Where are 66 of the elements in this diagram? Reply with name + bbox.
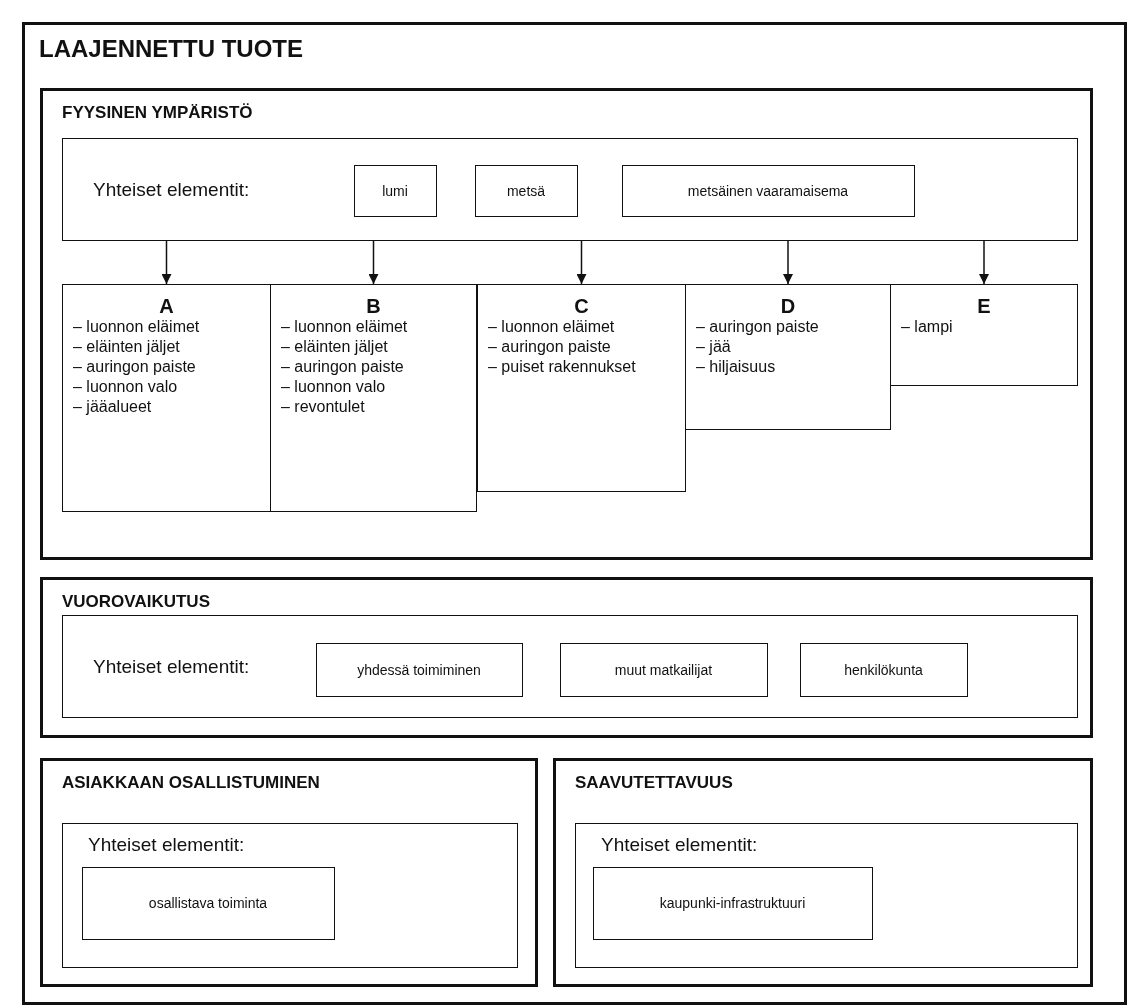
arrow	[979, 240, 989, 285]
outer-frame	[22, 22, 1127, 1005]
element-box	[315, 642, 523, 697]
element-text: metsäinen vaaramaisema	[687, 182, 849, 199]
list-item: – jää	[696, 337, 731, 357]
list-item: – revontulet	[281, 397, 365, 417]
element-text: muut matkailijat	[614, 661, 713, 678]
element-row-box	[62, 823, 518, 968]
element-box	[474, 164, 578, 217]
element-row-box	[62, 138, 1078, 241]
row-label: Yhteiset elementit:	[88, 834, 245, 856]
column-heading: C	[573, 295, 590, 317]
list-item: – eläinten jäljet	[281, 337, 388, 357]
column-box	[62, 284, 271, 512]
column-heading: D	[779, 295, 797, 317]
element-box	[621, 164, 915, 217]
element-text: metsä	[506, 182, 546, 199]
section-title: LAAJENNETTU TUOTE	[39, 35, 303, 63]
list-item: – auringon paiste	[73, 357, 196, 377]
row-label: Yhteiset elementit:	[93, 656, 250, 678]
list-item: – auringon paiste	[488, 337, 611, 357]
element-box	[559, 642, 768, 697]
list-item: – hiljaisuus	[696, 357, 776, 377]
arrow	[783, 240, 793, 285]
section-title: FYYSINEN YMPÄRISTÖ	[62, 103, 253, 123]
element-text: yhdessä toimiminen	[357, 661, 481, 678]
arrow	[368, 240, 379, 285]
section-title: SAAVUTETTAVUUS	[575, 773, 733, 793]
element-row-box	[575, 823, 1078, 968]
section-panel	[40, 758, 538, 987]
arrow	[576, 240, 587, 285]
row-label: Yhteiset elementit:	[93, 179, 250, 201]
column-heading: E	[976, 295, 992, 317]
column-heading: A	[158, 295, 175, 317]
element-text: henkilökunta	[844, 661, 923, 678]
list-item: – luonnon eläimet	[488, 317, 615, 337]
list-item: – auringon paiste	[696, 317, 819, 337]
list-item: – luonnon eläimet	[73, 317, 200, 337]
element-box	[799, 642, 968, 697]
list-item: – auringon paiste	[281, 357, 404, 377]
column-heading: B	[365, 295, 382, 317]
element-box	[592, 866, 873, 940]
list-item: – luonnon eläimet	[281, 317, 408, 337]
arrow	[161, 240, 172, 285]
list-item: – puiset rakennukset	[488, 357, 636, 377]
element-text: kaupunki-infrastruktuuri	[659, 895, 806, 911]
list-item: – jääalueet	[73, 397, 152, 417]
section-title: VUOROVAIKUTUS	[62, 592, 210, 612]
column-box	[477, 284, 686, 492]
list-item: – luonnon valo	[73, 377, 178, 397]
section-panel	[553, 758, 1093, 987]
element-box	[353, 164, 437, 217]
list-item: – luonnon valo	[281, 377, 386, 397]
element-row-box	[62, 615, 1078, 718]
column-box	[890, 284, 1078, 386]
element-box	[81, 866, 335, 940]
list-item: – eläinten jäljet	[73, 337, 180, 357]
list-item: – lampi	[901, 317, 953, 337]
column-box	[270, 284, 477, 512]
section-panel	[40, 88, 1093, 560]
element-text: osallistava toiminta	[148, 895, 268, 911]
row-label: Yhteiset elementit:	[601, 834, 758, 856]
element-text: lumi	[382, 182, 408, 199]
column-box	[685, 284, 891, 430]
section-panel	[40, 577, 1093, 738]
section-title: ASIAKKAAN OSALLISTUMINEN	[62, 773, 320, 793]
